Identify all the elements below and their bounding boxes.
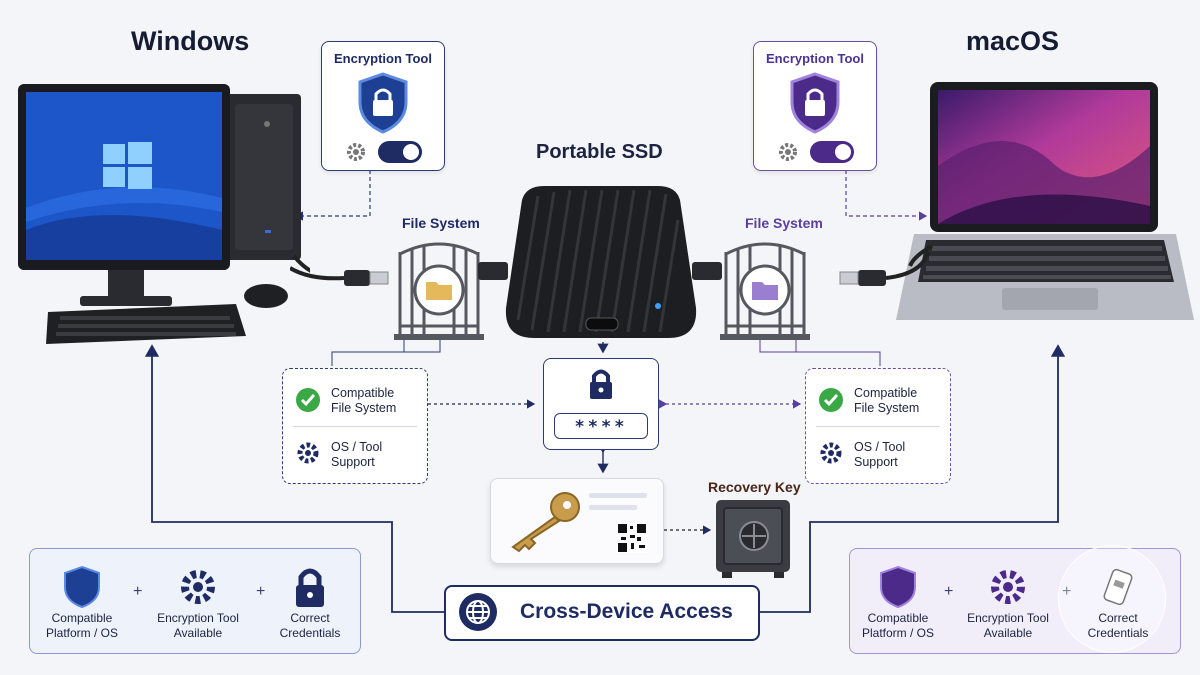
windows-access-requirements: Compatible Platform / OS + Encryption To…: [29, 548, 361, 654]
folder-icon: [752, 282, 778, 300]
enc-to-mac-connector: [845, 170, 928, 221]
plus-sign: +: [256, 583, 266, 600]
windows-file-system-label: File System: [402, 215, 480, 231]
requirement-encryption-tool: Encryption Tool Available: [960, 565, 1056, 640]
activity-led: [655, 303, 661, 309]
shield-lock-icon: [358, 72, 408, 134]
divider: [816, 426, 940, 427]
mac-access-path: [760, 344, 1066, 613]
plus-sign: +: [133, 583, 143, 600]
shield-icon: [64, 565, 100, 609]
qr-code-icon: [617, 523, 647, 553]
usb-c-port: [585, 317, 619, 331]
windows-usb-cable: [290, 266, 389, 286]
macbook-laptop: [896, 82, 1194, 320]
cross-device-access-banner: Cross-Device Access: [444, 585, 760, 641]
shield-icon: [880, 565, 916, 609]
compatible-file-system-text: Compatible File System: [331, 386, 397, 415]
enc-to-windows-connector: [294, 170, 371, 221]
windows-title: Windows: [131, 26, 250, 56]
plus-sign: +: [944, 583, 954, 600]
windows-access-path: [144, 344, 444, 613]
portable-ssd: [478, 186, 722, 338]
mac-access-requirements: Compatible Platform / OS + Encryption To…: [849, 545, 1181, 654]
globe-icon: [459, 593, 497, 631]
windows-file-system-gate: [394, 242, 484, 340]
password-field[interactable]: ****: [554, 413, 648, 439]
lock-icon: [296, 568, 324, 607]
gear-icon: [297, 442, 319, 464]
padlock-icon: [590, 369, 612, 399]
folder-icon: [426, 282, 452, 300]
safe-icon: [716, 500, 790, 578]
ssd-title: Portable SSD: [536, 141, 663, 163]
gear-icon: [991, 570, 1025, 604]
mac-file-system-label: File System: [745, 215, 823, 231]
windows-logo-icon: [103, 142, 152, 189]
mac-encryption-tool-card: Encryption Tool: [753, 41, 877, 171]
requirement-correct-credentials: Correct Credentials: [1070, 565, 1166, 640]
cross-device-access-label: Cross-Device Access: [520, 600, 733, 623]
recovery-key-label: Recovery Key: [708, 479, 801, 495]
divider: [293, 426, 417, 427]
windows-encryption-tool-card: Encryption Tool: [321, 41, 445, 171]
os-tool-support-text: OS / Tool Support: [331, 440, 383, 469]
encryption-tool-label: Encryption Tool: [766, 51, 864, 66]
gear-icon: [779, 143, 797, 161]
gear-icon: [181, 570, 215, 604]
windows-desktop-computer: [18, 84, 310, 344]
compatible-file-system-text: Compatible File System: [854, 386, 920, 415]
shield-lock-icon: [790, 72, 840, 134]
requirement-compatible-platform: Compatible Platform / OS: [34, 565, 130, 640]
key-icon: [511, 492, 580, 553]
check-circle-icon: [819, 388, 843, 412]
password-prompt-card: ****: [543, 358, 659, 450]
gear-icon: [347, 143, 365, 161]
mac-requirements-checklist: Compatible File System OS / Tool Support: [805, 368, 951, 484]
encryption-toggle[interactable]: [810, 141, 854, 163]
windows-requirements-checklist: Compatible File System OS / Tool Support: [282, 368, 428, 484]
check-circle-icon: [296, 388, 320, 412]
macos-title: macOS: [966, 26, 1060, 56]
requirement-compatible-platform: Compatible Platform / OS: [850, 565, 946, 640]
gear-icon: [820, 442, 842, 464]
mac-usb-cable: [839, 251, 930, 286]
mac-file-system-gate: [720, 242, 810, 340]
recovery-key-card: [490, 478, 664, 564]
encryption-toggle[interactable]: [378, 141, 422, 163]
encryption-tool-label: Encryption Tool: [334, 51, 432, 66]
usb-drive-icon: [1103, 568, 1133, 606]
requirement-encryption-tool: Encryption Tool Available: [150, 565, 246, 640]
os-tool-support-text: OS / Tool Support: [854, 440, 906, 469]
requirement-correct-credentials: Correct Credentials: [262, 565, 358, 640]
